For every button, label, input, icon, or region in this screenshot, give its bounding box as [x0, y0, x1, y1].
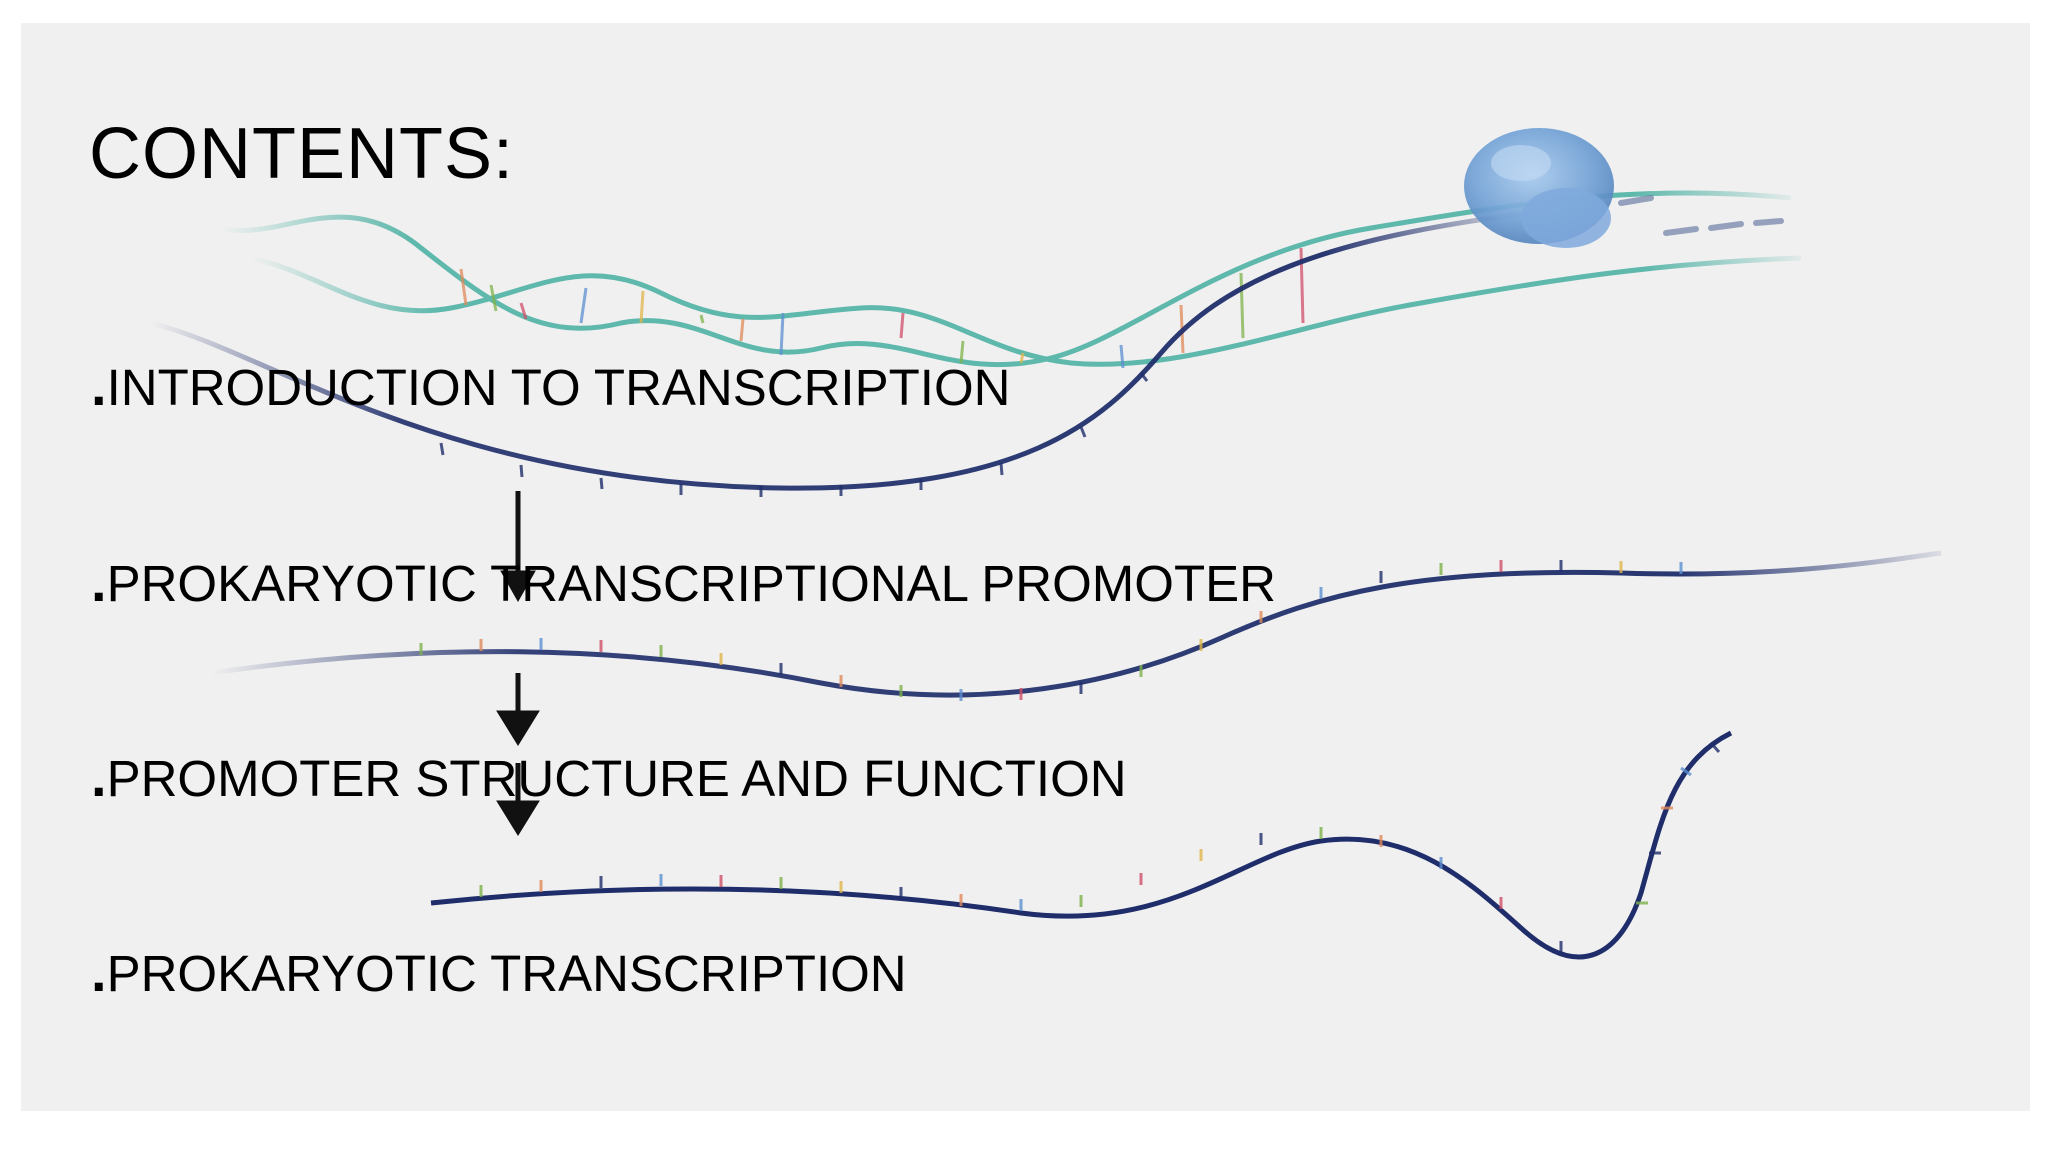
contents-item: .INTRODUCTION TO TRANSCRIPTION: [91, 358, 1010, 414]
contents-item-label: PROMOTER STRUCTURE AND FUNCTION: [106, 750, 1127, 807]
bullet: .: [91, 940, 107, 1003]
contents-item: .PROKARYOTIC TRANSCRIPTIONAL PROMOTER: [91, 554, 1276, 610]
slide-title: CONTENTS:: [89, 114, 515, 194]
slide: CONTENTS: .INTRODUCTION TO TRANSCRIPTION…: [21, 23, 2030, 1111]
bullet: .: [91, 354, 107, 417]
contents-item: .PROMOTER STRUCTURE AND FUNCTION: [91, 749, 1127, 805]
bullet: .: [91, 550, 107, 613]
contents-item-label: PROKARYOTIC TRANSCRIPTIONAL PROMOTER: [106, 555, 1276, 612]
contents-item-label: INTRODUCTION TO TRANSCRIPTION: [106, 359, 1011, 416]
bullet: .: [91, 745, 107, 808]
rna-strand-icon: [430, 730, 1733, 960]
dna-helix-icon: [220, 190, 1802, 369]
contents-item: .PROKARYOTIC TRANSCRIPTION: [91, 944, 907, 1000]
contents-item-label: PROKARYOTIC TRANSCRIPTION: [106, 945, 907, 1002]
transcription-illustration: [150, 128, 1942, 960]
down-arrow-icon: [500, 491, 536, 603]
rna-polymerase-icon: [1464, 128, 1614, 248]
down-arrow-icon: [496, 763, 540, 836]
down-arrow-icon: [496, 673, 540, 746]
rna-strand-icon: [210, 550, 1942, 701]
